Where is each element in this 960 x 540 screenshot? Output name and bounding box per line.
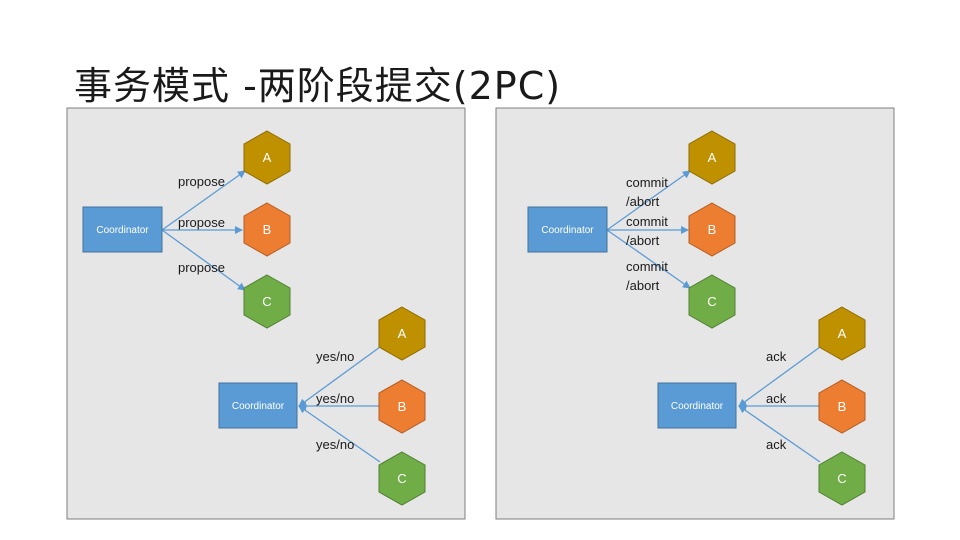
node-c-label: C [837,471,846,486]
vote-label-b: yes/no [316,391,354,406]
node-b-hexagon [243,202,291,257]
commit-label-a-line2: /abort [626,194,660,209]
node-b-label: B [398,399,407,414]
ack-label-a: ack [766,349,787,364]
commit-label-c-line2: /abort [626,278,660,293]
arrow-commit-c [606,229,691,289]
propose-label-b: propose [178,215,225,230]
arrow-commit-a [606,170,691,231]
commit-label-c-line1: commit [626,259,668,274]
coordinator-label: Coordinator [541,225,594,236]
node-a-hexagon [688,130,736,185]
node-b-hexagon [688,202,736,257]
node-a-label: A [708,150,717,165]
node-b-label: B [708,222,717,237]
node-c-hexagon [818,451,866,506]
node-a-label: A [398,326,407,341]
node-b-hexagon [378,379,426,434]
coordinator-box [82,206,163,253]
commit-label-b-line2: /abort [626,233,660,248]
coordinator-label: Coordinator [232,401,285,412]
coordinator-box [527,206,608,253]
node-c-label: C [262,294,271,309]
coordinator-label: Coordinator [671,401,724,412]
commit-label-b-line1: commit [626,214,668,229]
node-a-label: A [838,326,847,341]
slide-title: 事务模式 -两阶段提交(2PC) [74,64,562,108]
ack-label-c: ack [766,437,787,452]
coordinator-box [218,382,298,429]
coordinator-label: Coordinator [96,225,149,236]
arrow-vote-c [298,405,381,463]
node-a-hexagon [243,130,291,185]
left-panel: Coordinator A B C propose propose propos… [66,107,466,520]
arrow-propose-c [161,229,246,291]
node-b-label: B [263,222,272,237]
node-c-hexagon [243,274,291,329]
arrow-ack-c [738,405,821,463]
arrow-vote-a [298,346,381,407]
node-a-hexagon [818,306,866,361]
node-c-label: C [707,294,716,309]
commit-label-a-line1: commit [626,175,668,190]
vote-label-a: yes/no [316,349,354,364]
node-b-label: B [838,399,847,414]
node-c-hexagon [688,274,736,329]
node-a-hexagon [378,306,426,361]
right-panel: Coordinator A B C commit /abort commit /… [495,107,895,520]
node-c-hexagon [378,451,426,506]
arrow-ack-a [738,346,821,407]
vote-label-c: yes/no [316,437,354,452]
ack-label-b: ack [766,391,787,406]
node-c-label: C [397,471,406,486]
node-a-label: A [263,150,272,165]
coordinator-box [657,382,737,429]
propose-label-a: propose [178,174,225,189]
arrow-propose-a [161,170,246,231]
propose-label-c: propose [178,260,225,275]
node-b-hexagon [818,379,866,434]
